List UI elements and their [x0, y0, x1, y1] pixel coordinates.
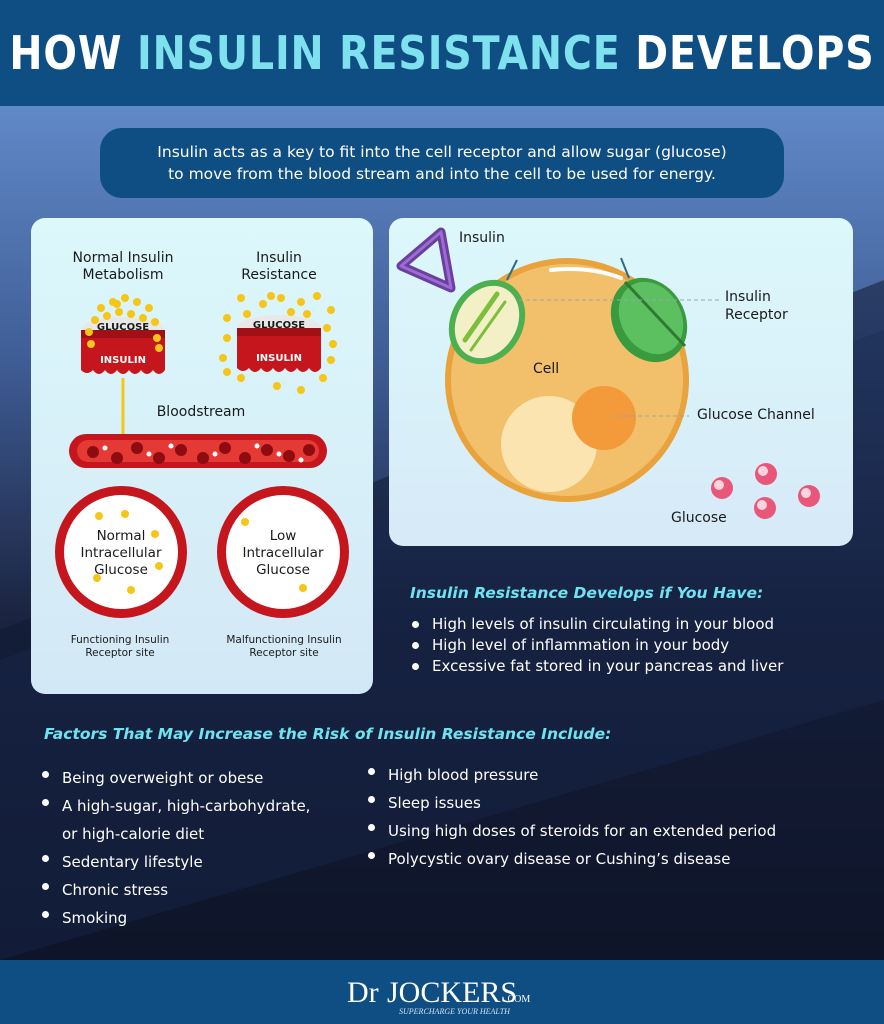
logo-tagline: SUPERCHARGE YOUR HEALTH [399, 1007, 511, 1016]
low-glucose-line-3: Glucose [256, 562, 310, 578]
normal-glucose-line-2: Intracellular [80, 545, 162, 561]
receptor-label-line-2: Receptor [725, 307, 788, 323]
drjockers-logo[interactable]: Dr JOCKERS .COM SUPERCHARGE YOUR HEALTH [347, 974, 547, 1018]
factor-item: Sedentary lifestyle [40, 848, 360, 876]
functioning-caption-line-2: Receptor site [85, 647, 155, 659]
insulin-receptor-label: Insulin Receptor [725, 288, 788, 324]
insulin-can-resistance-icon [237, 315, 321, 372]
develops-item: High levels of insulin circulating in yo… [410, 614, 870, 635]
insulin-resistance-title-line-2: Resistance [241, 267, 317, 283]
title-banner: HOW INSULIN RESISTANCE DEVELOPS [0, 0, 884, 106]
normal-metabolism-title: Normal Insulin Metabolism [51, 250, 195, 284]
title-part-1: HOW [9, 26, 123, 80]
intro-line-2: to move from the blood stream and into t… [168, 165, 716, 183]
intro-line-1: Insulin acts as a key to fit into the ce… [157, 143, 727, 161]
bloodstream-label: Bloodstream [156, 404, 246, 420]
cell-label: Cell [533, 361, 560, 377]
develops-title: Insulin Resistance Develops if You Have: [410, 584, 764, 602]
title-accent: INSULIN RESISTANCE [137, 26, 621, 80]
receptor-left-icon [448, 259, 526, 365]
factor-item: Polycystic ovary disease or Cushing’s di… [366, 845, 866, 873]
title-part-2: DEVELOPS [635, 26, 875, 80]
insulin-metabolism-panel: Normal Insulin Metabolism Insulin Resist… [31, 218, 373, 694]
normal-metabolism-title-line-1: Normal Insulin [72, 250, 174, 266]
insulin-triangle-icon [396, 227, 456, 293]
insulin-can-normal-icon [81, 317, 165, 448]
cell-diagram-panel: Insulin Insulin Receptor Cell Glucose Ch… [389, 218, 853, 546]
normal-cell-circle-icon [55, 486, 187, 618]
metabolism-illustration [55, 292, 349, 618]
develops-list: High levels of insulin circulating in yo… [410, 614, 870, 677]
factors-list-right: High blood pressure Sleep issues Using h… [366, 761, 866, 873]
insulin-label: Insulin [459, 230, 505, 246]
glucose-label-2: GLUCOSE [252, 320, 306, 331]
footer-bar [0, 960, 884, 1024]
low-glucose-line-1: Low [269, 528, 297, 544]
logo-dr: Dr [347, 976, 379, 1009]
glucose-spheres-icon [711, 463, 820, 519]
malfunctioning-receptor-caption: Malfunctioning Insulin Receptor site [209, 634, 359, 660]
normal-glucose-label: Normal Intracellular Glucose [61, 528, 181, 579]
factors-title: Factors That May Increase the Risk of In… [44, 725, 612, 743]
normal-glucose-line-3: Glucose [94, 562, 148, 578]
insulin-resistance-title-line-1: Insulin [256, 250, 302, 266]
receptor-label-line-1: Insulin [725, 289, 771, 305]
factor-item: A high-sugar, high-carbohydrate, [40, 792, 360, 820]
factor-item-continued: or high-calorie diet [62, 825, 205, 843]
glucose-channel-icon [501, 386, 636, 492]
insulin-resistance-title: Insulin Resistance [217, 250, 341, 284]
logo-com: .COM [505, 994, 530, 1005]
glucose-dots-normal [85, 294, 163, 352]
factor-item: Smoking [40, 904, 360, 932]
normal-metabolism-title-line-2: Metabolism [82, 267, 164, 283]
factor-item: Chronic stress [40, 876, 360, 904]
functioning-caption-line-1: Functioning Insulin [70, 634, 170, 646]
blood-vessel-icon [69, 434, 327, 468]
low-cell-circle-icon [217, 486, 349, 618]
glucose-channel-label: Glucose Channel [697, 407, 815, 423]
glucose-label-1: GLUCOSE [96, 322, 150, 333]
logo-jockers: JOCKERS [387, 976, 517, 1009]
page-title: HOW INSULIN RESISTANCE DEVELOPS [9, 26, 874, 80]
low-glucose-line-2: Intracellular [242, 545, 324, 561]
insulin-label-2: INSULIN [256, 353, 302, 364]
factor-item: High blood pressure [366, 761, 866, 789]
develops-item: Excessive fat stored in your pancreas an… [410, 656, 870, 677]
insulin-label-1: INSULIN [100, 355, 146, 366]
normal-glucose-line-1: Normal [96, 528, 146, 544]
malfunctioning-caption-line-2: Receptor site [249, 647, 319, 659]
develops-item: High level of inflammation in your body [410, 635, 870, 656]
factor-item: Being overweight or obese [40, 764, 360, 792]
factor-item: Sleep issues [366, 789, 866, 817]
malfunctioning-caption-line-1: Malfunctioning Insulin [226, 634, 342, 646]
low-glucose-label: Low Intracellular Glucose [223, 528, 343, 579]
functioning-receptor-caption: Functioning Insulin Receptor site [45, 634, 195, 660]
intro-box: Insulin acts as a key to fit into the ce… [100, 128, 784, 198]
factors-list-left: Being overweight or obese A high-sugar, … [40, 764, 360, 932]
glucose-dots-resistance [219, 292, 337, 394]
cell-illustration [396, 227, 820, 519]
factor-item: Using high doses of steroids for an exte… [366, 817, 866, 845]
glucose-label: Glucose [671, 510, 727, 526]
